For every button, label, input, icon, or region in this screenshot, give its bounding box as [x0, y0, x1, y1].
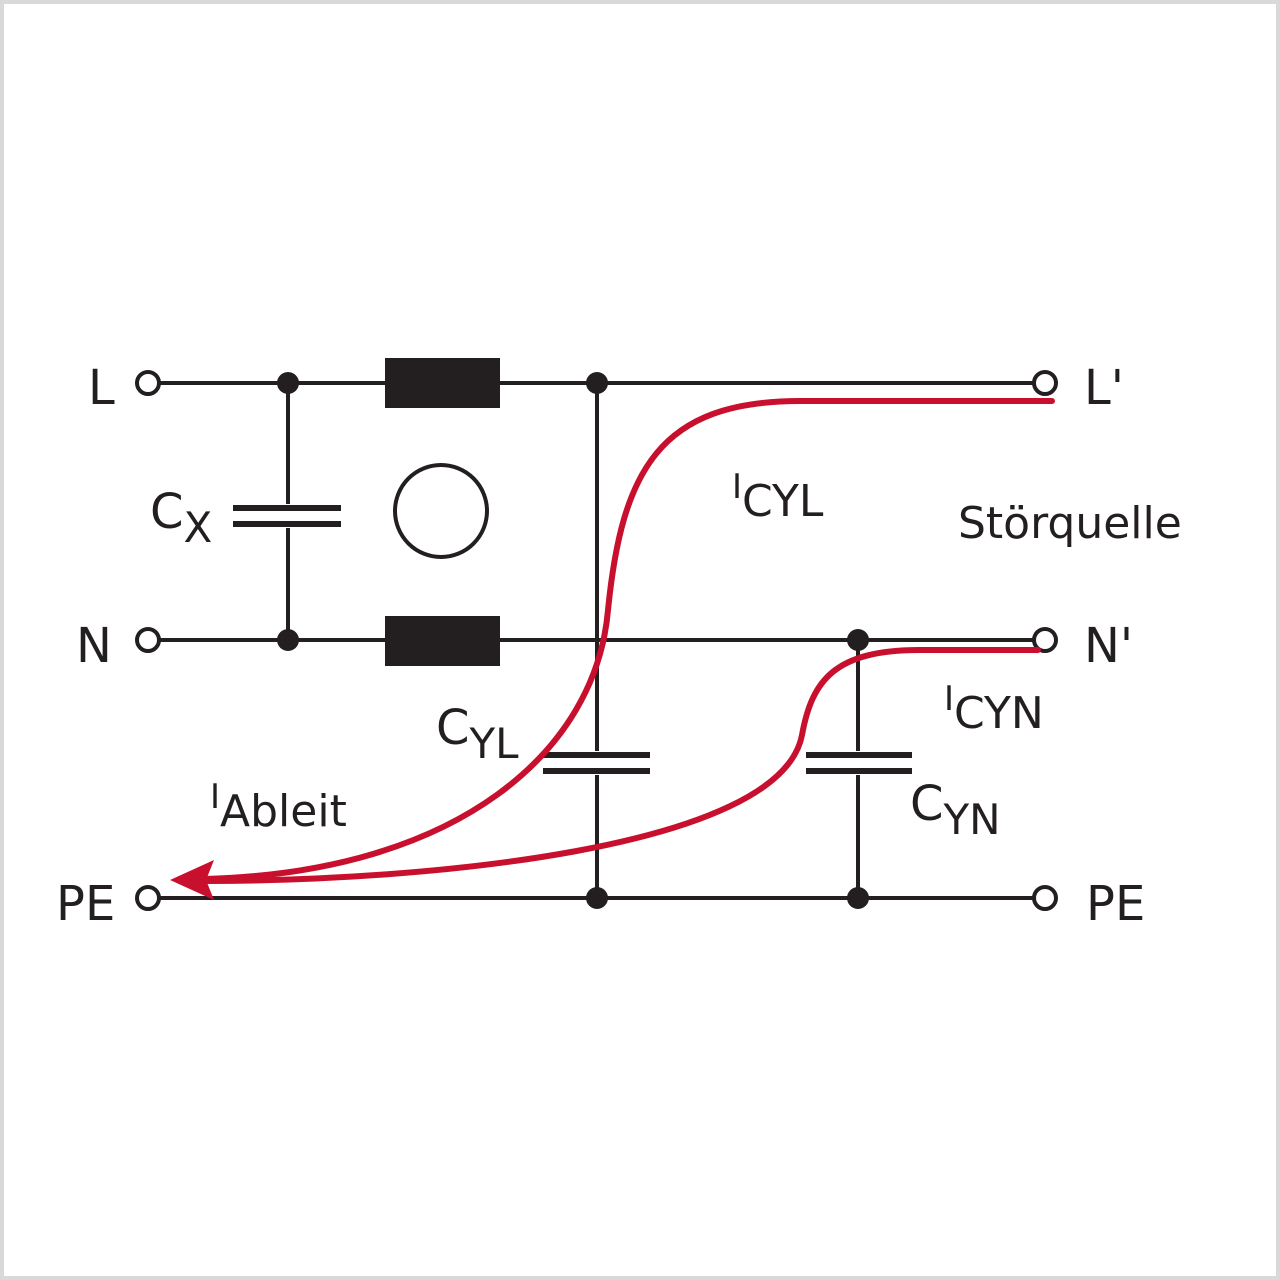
- terminal-L-prime: [1032, 370, 1058, 396]
- label-N-prime: N': [1084, 618, 1134, 674]
- label-PE-left: PE: [56, 876, 116, 932]
- inductor-L: [385, 358, 500, 408]
- label-cyl: CYL: [436, 700, 519, 768]
- label-icyn: ICYN: [944, 679, 1044, 739]
- cyn-plate: [806, 752, 912, 758]
- label-iableit: IAbleit: [210, 777, 347, 837]
- label-cyn: CYN: [910, 776, 1001, 844]
- junction-dot: [586, 372, 608, 394]
- label-L: L: [88, 360, 115, 416]
- choke-core-icon: [393, 463, 489, 559]
- cx-plate: [233, 521, 341, 527]
- terminal-N: [135, 627, 161, 653]
- current-path-icyn: [202, 647, 1041, 884]
- cx-plate: [233, 505, 341, 511]
- label-source: Störquelle: [958, 498, 1182, 549]
- label-PE-right: PE: [1086, 876, 1146, 932]
- label-icyl: ICYL: [732, 467, 824, 527]
- current-path-icyl: [202, 398, 1055, 882]
- terminal-PE: [135, 885, 161, 911]
- label-cx: CX: [150, 484, 213, 552]
- terminal-N-prime: [1032, 627, 1058, 653]
- junction-dot: [847, 887, 869, 909]
- junction-dot: [586, 887, 608, 909]
- junction-dot: [277, 629, 299, 651]
- label-L-prime: L': [1084, 360, 1124, 416]
- arrow-head-icon: [170, 860, 214, 900]
- terminal-PE-right: [1032, 885, 1058, 911]
- junction-dot: [847, 629, 869, 651]
- cyn-plate: [806, 768, 912, 774]
- junction-dot: [277, 372, 299, 394]
- inductor-N: [385, 616, 500, 666]
- cyl-plate: [543, 768, 650, 774]
- label-N: N: [76, 618, 112, 674]
- cyl-plate: [543, 752, 650, 758]
- terminal-L: [135, 370, 161, 396]
